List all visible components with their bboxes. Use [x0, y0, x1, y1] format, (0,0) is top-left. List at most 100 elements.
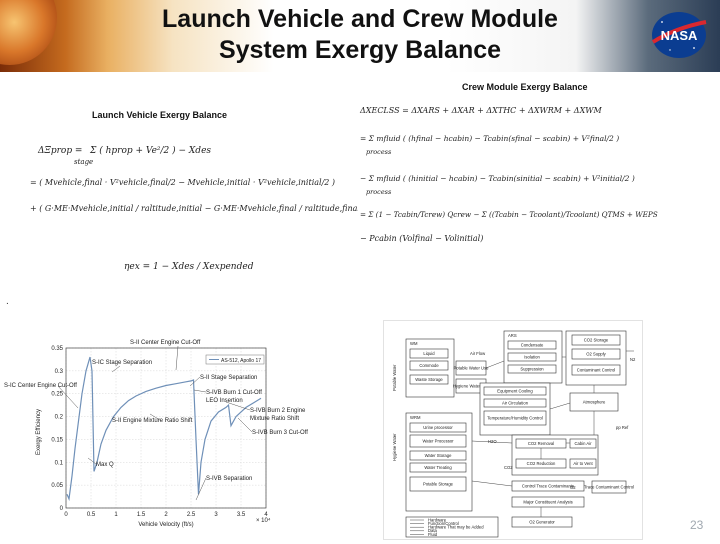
y-tick-label: 0.1: [55, 460, 64, 466]
flow-o2: O2: [570, 485, 576, 490]
svg-text:Urine processor: Urine processor: [423, 425, 453, 430]
ann-sic-cutoff: S-IC Center Engine Cut-Off: [4, 383, 77, 389]
title-line-2: System Exergy Balance: [218, 36, 502, 64]
launch-vehicle-title: Launch Vehicle Exergy Balance: [92, 110, 228, 120]
block-air-circulation: Air Circulation: [483, 398, 547, 408]
legend-item-2: Hardware That may be Added: [428, 525, 484, 530]
svg-text:Potable Storage: Potable Storage: [423, 482, 454, 487]
svg-text:Water Storage: Water Storage: [425, 453, 453, 458]
block-co2-reduction: CO2 Reduction: [515, 458, 567, 469]
block-co2-storage: CO2 Storage: [571, 334, 621, 346]
block-water-storage: Water Storage: [409, 450, 467, 461]
block-major-constituent: Major Constituent Analysis: [511, 496, 585, 508]
y-axis-label: Exergy Efficiency: [36, 409, 42, 455]
block-commode: Commode: [409, 360, 449, 371]
y-tick-label: 0.05: [51, 483, 63, 489]
title-line-1: Launch Vehicle and Crew Module: [162, 5, 558, 33]
slide-number: 23: [690, 518, 704, 532]
svg-text:Major Constituent Analysis: Major Constituent Analysis: [523, 500, 572, 505]
slide-header: Launch Vehicle and Crew Module System Ex…: [0, 0, 720, 72]
block-condensate: Condensate: [507, 340, 557, 350]
flow-co2: CO2: [504, 465, 513, 470]
x-tick-label: 3: [214, 512, 218, 518]
svg-text:Hygiene Water Use: Hygiene Water Use: [453, 384, 490, 389]
block-water-processor: Water Processor: [409, 434, 467, 448]
conn-3: [471, 440, 513, 444]
legend-box: [405, 516, 499, 538]
svg-text:O2 Generator: O2 Generator: [529, 520, 555, 525]
flow-air-flow: Air Flow: [470, 351, 486, 356]
x-tick-label: 2: [164, 512, 168, 518]
y-tick-label: 0.15: [51, 437, 63, 443]
block-o2-generator: O2 Generator: [511, 516, 573, 528]
launch-vehicle-equations: Launch Vehicle Exergy Balance ΔΞprop = Σ…: [28, 102, 366, 302]
legend-item-1: Function/Control: [428, 521, 459, 526]
svg-text:Isolation: Isolation: [524, 355, 540, 360]
x-tick-label: 0: [64, 512, 68, 518]
flow-pp-ref: pp Ref: [616, 425, 629, 430]
crew-module-title: Crew Module Exergy Balance: [462, 82, 588, 92]
cm-eq3: − Σ mfluid ( (hinitial − hcabin) − Tcabi…: [360, 174, 635, 183]
block-temperature-humidity: Temperature/Humidity Control: [483, 410, 547, 426]
svg-text:Control Trace Contaminants: Control Trace Contaminants: [522, 484, 574, 489]
y-tick-label: 0.35: [51, 346, 63, 352]
ann-sivb-sep: S-IVB Separation: [206, 476, 252, 482]
svg-text:Potable Water Use: Potable Water Use: [454, 366, 490, 371]
svg-text:Suppression: Suppression: [520, 367, 544, 372]
svg-text:Liquid: Liquid: [423, 351, 435, 356]
slide-title: Launch Vehicle and Crew Module System Ex…: [60, 4, 660, 66]
y-tick-label: 0.2: [55, 415, 64, 421]
block-liquid: Liquid: [409, 348, 449, 359]
block-wm: WM: [410, 341, 418, 346]
ann-sivb-burn1: S-IVB Burn 1 Cut-Off: [206, 390, 262, 396]
block-ars: ARS: [508, 333, 517, 338]
block-co2-removal: CO2 Removal: [515, 438, 567, 449]
svg-text:Waste Storage: Waste Storage: [415, 377, 443, 382]
cm-eq2: = Σ mfluid ( (hfinal − hcabin) − Tcabin(…: [360, 134, 620, 143]
block-suppression: Suppression: [507, 364, 557, 374]
sun-graphic: [0, 0, 57, 65]
legend-item-0: Hardware: [428, 517, 447, 522]
block-contaminant-control: Contaminant Control: [571, 364, 621, 376]
legend-item-3: Data: [428, 528, 438, 533]
conn-2: [485, 360, 505, 369]
block-atmosphere: Atmosphere: [569, 392, 619, 412]
y-tick-label: 0: [60, 506, 64, 512]
block-water-treating: Water Treating: [409, 462, 467, 473]
x-tick-label: 4: [264, 512, 268, 518]
lv-eq3: ηex = 1 − Xdes / Xexpended: [124, 262, 254, 272]
svg-text:O2 Supply: O2 Supply: [586, 352, 606, 357]
cm-eq1: ΔXECLSS = ΔXARS + ΔXAR + ΔXTHC + ΔXWRM +…: [360, 106, 602, 115]
block-waste-storage: Waste Storage: [409, 374, 449, 385]
svg-text:Condensate: Condensate: [521, 343, 544, 348]
block-trace-contaminant: Trace Contaminant Control: [584, 480, 634, 494]
x-axis-multiplier: × 10⁴: [256, 517, 271, 524]
ann-sivb-burn2: S-IVB Burn 2 Engine: [250, 408, 306, 414]
lv-eq2-a: = ( Mvehicle,final · V²vehicle,final/2 −…: [30, 178, 336, 187]
svg-text:Contaminant Control: Contaminant Control: [577, 368, 615, 373]
svg-text:CO2 Reduction: CO2 Reduction: [527, 461, 556, 466]
x-tick-label: 0.5: [87, 512, 96, 518]
svg-text:Trace Contaminant Control: Trace Contaminant Control: [584, 485, 634, 490]
lv-eq1-lhs: ΔΞprop =: [38, 146, 83, 156]
conn-10: [549, 402, 571, 410]
ann-mixture: S-II Engine Mixture Ratio Shift: [112, 418, 193, 424]
cm-eq5: − Pcabin (Volfinal − Volinitial): [360, 234, 484, 243]
lv-eq1-rhs: Σ ( hprop + Ve²/2 ) − Xdes: [90, 146, 212, 156]
svg-text:Air Circulation: Air Circulation: [502, 401, 529, 406]
svg-text:Water Treating: Water Treating: [424, 465, 452, 470]
svg-text:Cabin Air: Cabin Air: [575, 441, 593, 446]
block-isolation: Isolation: [507, 352, 557, 362]
ann-sii-cutoff: S-II Center Engine Cut-Off: [130, 340, 201, 346]
block-o2-supply: O2 Supply: [571, 348, 621, 360]
x-tick-label: 1: [114, 512, 118, 518]
x-axis-label: Vehicle Velocity (ft/s): [138, 522, 193, 528]
cm-eq3-sub: process: [366, 188, 392, 196]
ann-leo: LEO Insertion: [206, 398, 243, 404]
series-line-apollo17: [66, 356, 262, 502]
block-air-to-vent: Air to Vent: [569, 458, 597, 469]
